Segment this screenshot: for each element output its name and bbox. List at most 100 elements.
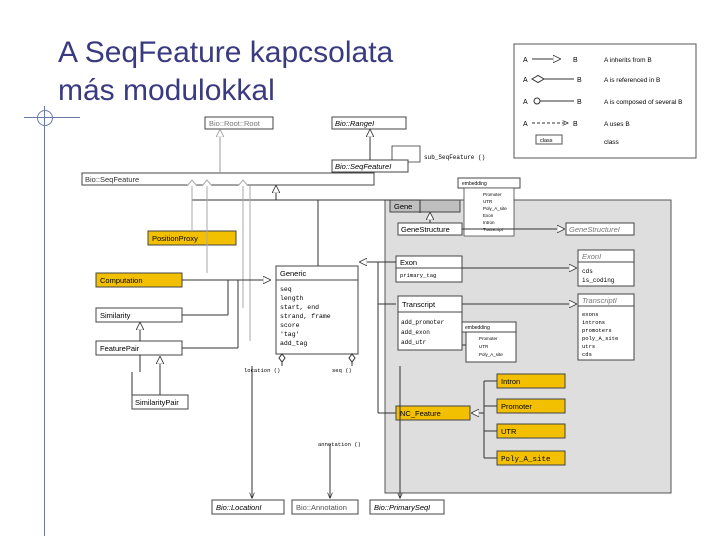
class-gene-structure: GeneStructure [397,222,463,236]
generic-attr-5: score [280,322,300,329]
class-similarity-pair: SimilarityPair [131,394,189,410]
bio-locationi-label: Bio::LocationI [216,503,261,512]
transcript-i-attr-1: exons [582,311,599,318]
gene-structure-label: GeneStructure [401,225,450,234]
decor-line-vertical [44,106,45,536]
transcript-method-2: add_exon [401,329,430,336]
transcript-embed-item-1: Promoter [479,336,498,341]
generic-attr-1: seq [280,286,292,293]
generic-attr-4: strand, frame [280,313,331,320]
legend-text-3: A is composed of several B [604,99,682,106]
gene-embedding-label: embedding [462,181,487,187]
transcript-i-attr-6: cds [582,351,592,358]
legend-a-2: A [523,77,528,84]
class-intron: Intron [496,373,566,389]
class-computation: Computation [95,272,183,288]
legend-a-1: A [523,57,528,64]
legend-b-4: B [573,121,578,128]
legend-text-5: class [604,139,620,146]
annotation-label: annotation () [318,441,361,448]
legend-a-4: A [523,121,528,128]
gene-embed-item-2: UTR [483,199,493,204]
bio-rangei-label: Bio::RangeI [335,119,374,128]
bio-root-root-label: Bio::Root::Root [209,119,261,128]
legend-a-3: A [523,99,528,106]
transcript-embed-item-2: UTR [479,344,489,349]
generic-attr-2: length [280,295,304,302]
position-proxy-label: PositionProxy [152,234,198,243]
legend-text-2: A is referenced in B [604,77,660,84]
gene-structure-i-label: GeneStructureI [569,225,620,234]
class-transcript-i: TranscriptI exons introns promoters poly… [577,293,635,361]
class-feature-pair: FeaturePair [95,340,183,356]
gene-embed-item-5: Intron [483,220,495,225]
gene-embed-item-3: Poly_A_site [483,206,507,211]
title-line-1: A SeqFeature kapcsolata [58,36,394,69]
exon-label: Exon [400,258,417,267]
sub-seqfeature-label: sub_SeqFeature () [424,154,485,161]
transcript-i-attr-4: poly_A_site [582,335,618,342]
class-exon: Exon primary_tag [395,255,463,283]
exon-i-label: ExonI [582,252,601,261]
legend-b-2: B [577,77,582,84]
transcript-i-attr-2: introns [582,319,605,326]
class-bio-root-root: Bio::Root::Root [204,116,274,130]
connectors [131,130,530,498]
legend: A B A inherits from B A B A is reference… [513,43,697,159]
generic-label: Generic [280,269,307,278]
legend-text-1: A inherits from B [604,57,652,64]
transcript-i-attr-5: utrs [582,343,595,350]
legend-class-box: class [540,138,553,144]
promoter-label: Promoter [501,402,532,411]
exon-i-attr-1: cds [582,268,593,275]
class-gene-structure-i: GeneStructureI [565,222,635,236]
transcript-method-3: add_utr [401,339,427,346]
class-similarity: Similarity [95,307,183,323]
class-bio-annotation: Bio::Annotation [291,499,359,515]
class-generic: Generic seq length start, end strand, fr… [275,265,359,355]
transcript-embedding-note: embedding Promoter UTR Poly_A_site [461,321,517,363]
gene-embed-item-4: Exon [483,213,494,218]
legend-b-3: B [577,99,582,106]
class-utr: UTR [496,423,566,439]
generic-attr-6: 'tag' [280,331,300,338]
poly-a-site-label: Poly_A_site [501,456,551,464]
generic-attr-3: start, end [280,304,319,311]
bio-seqfeature-label: Bio::SeqFeature [85,175,139,184]
legend-b-1: B [573,57,578,64]
legend-text-4: A uses B [604,121,630,128]
transcript-embedding-label: embedding [465,325,490,331]
title-line-2: más modulokkal [58,74,275,107]
exon-i-attr-2: is_coding [582,277,615,284]
nc-feature-label: NC_Feature [400,409,441,418]
transcript-i-label: TranscriptI [582,296,617,305]
seq-label: seq () [332,367,352,374]
similarity-label: Similarity [100,311,131,320]
decor-circle [37,110,53,126]
computation-label: Computation [100,276,143,285]
gene-label: Gene [394,202,412,211]
class-gene: Gene [389,199,461,213]
class-nc-feature: NC_Feature [395,405,471,421]
gene-embedding-note: embedding Promoter UTR Poly_A_site Exon … [457,177,521,237]
primary-tag-label: primary_tag [400,272,436,279]
transcript-method-1: add_promoter [401,319,445,326]
bio-primaryseqi-label: Bio::PrimarySeqI [374,503,430,512]
class-bio-seqfeaturei: Bio::SeqFeatureI [331,159,409,173]
transcript-embed-item-3: Poly_A_site [479,352,503,357]
generic-attr-7: add_tag [280,340,307,347]
class-bio-rangei: Bio::RangeI [331,116,407,130]
class-bio-locationi: Bio::LocationI [211,499,285,515]
utr-label: UTR [501,427,517,436]
similarity-pair-label: SimilarityPair [135,398,179,407]
class-poly-a-site: Poly_A_site [496,450,566,466]
location-label: location () [244,367,280,374]
feature-pair-label: FeaturePair [100,344,140,353]
bio-annotation-label: Bio::Annotation [296,503,347,512]
bio-seqfeaturei-label: Bio::SeqFeatureI [335,162,391,171]
class-bio-primaryseqi: Bio::PrimarySeqI [369,499,445,515]
class-transcript: Transcript add_promoter add_exon add_utr [397,295,463,351]
class-exon-i: ExonI cds is_coding [577,249,635,287]
transcript-i-attr-3: promoters [582,327,612,334]
